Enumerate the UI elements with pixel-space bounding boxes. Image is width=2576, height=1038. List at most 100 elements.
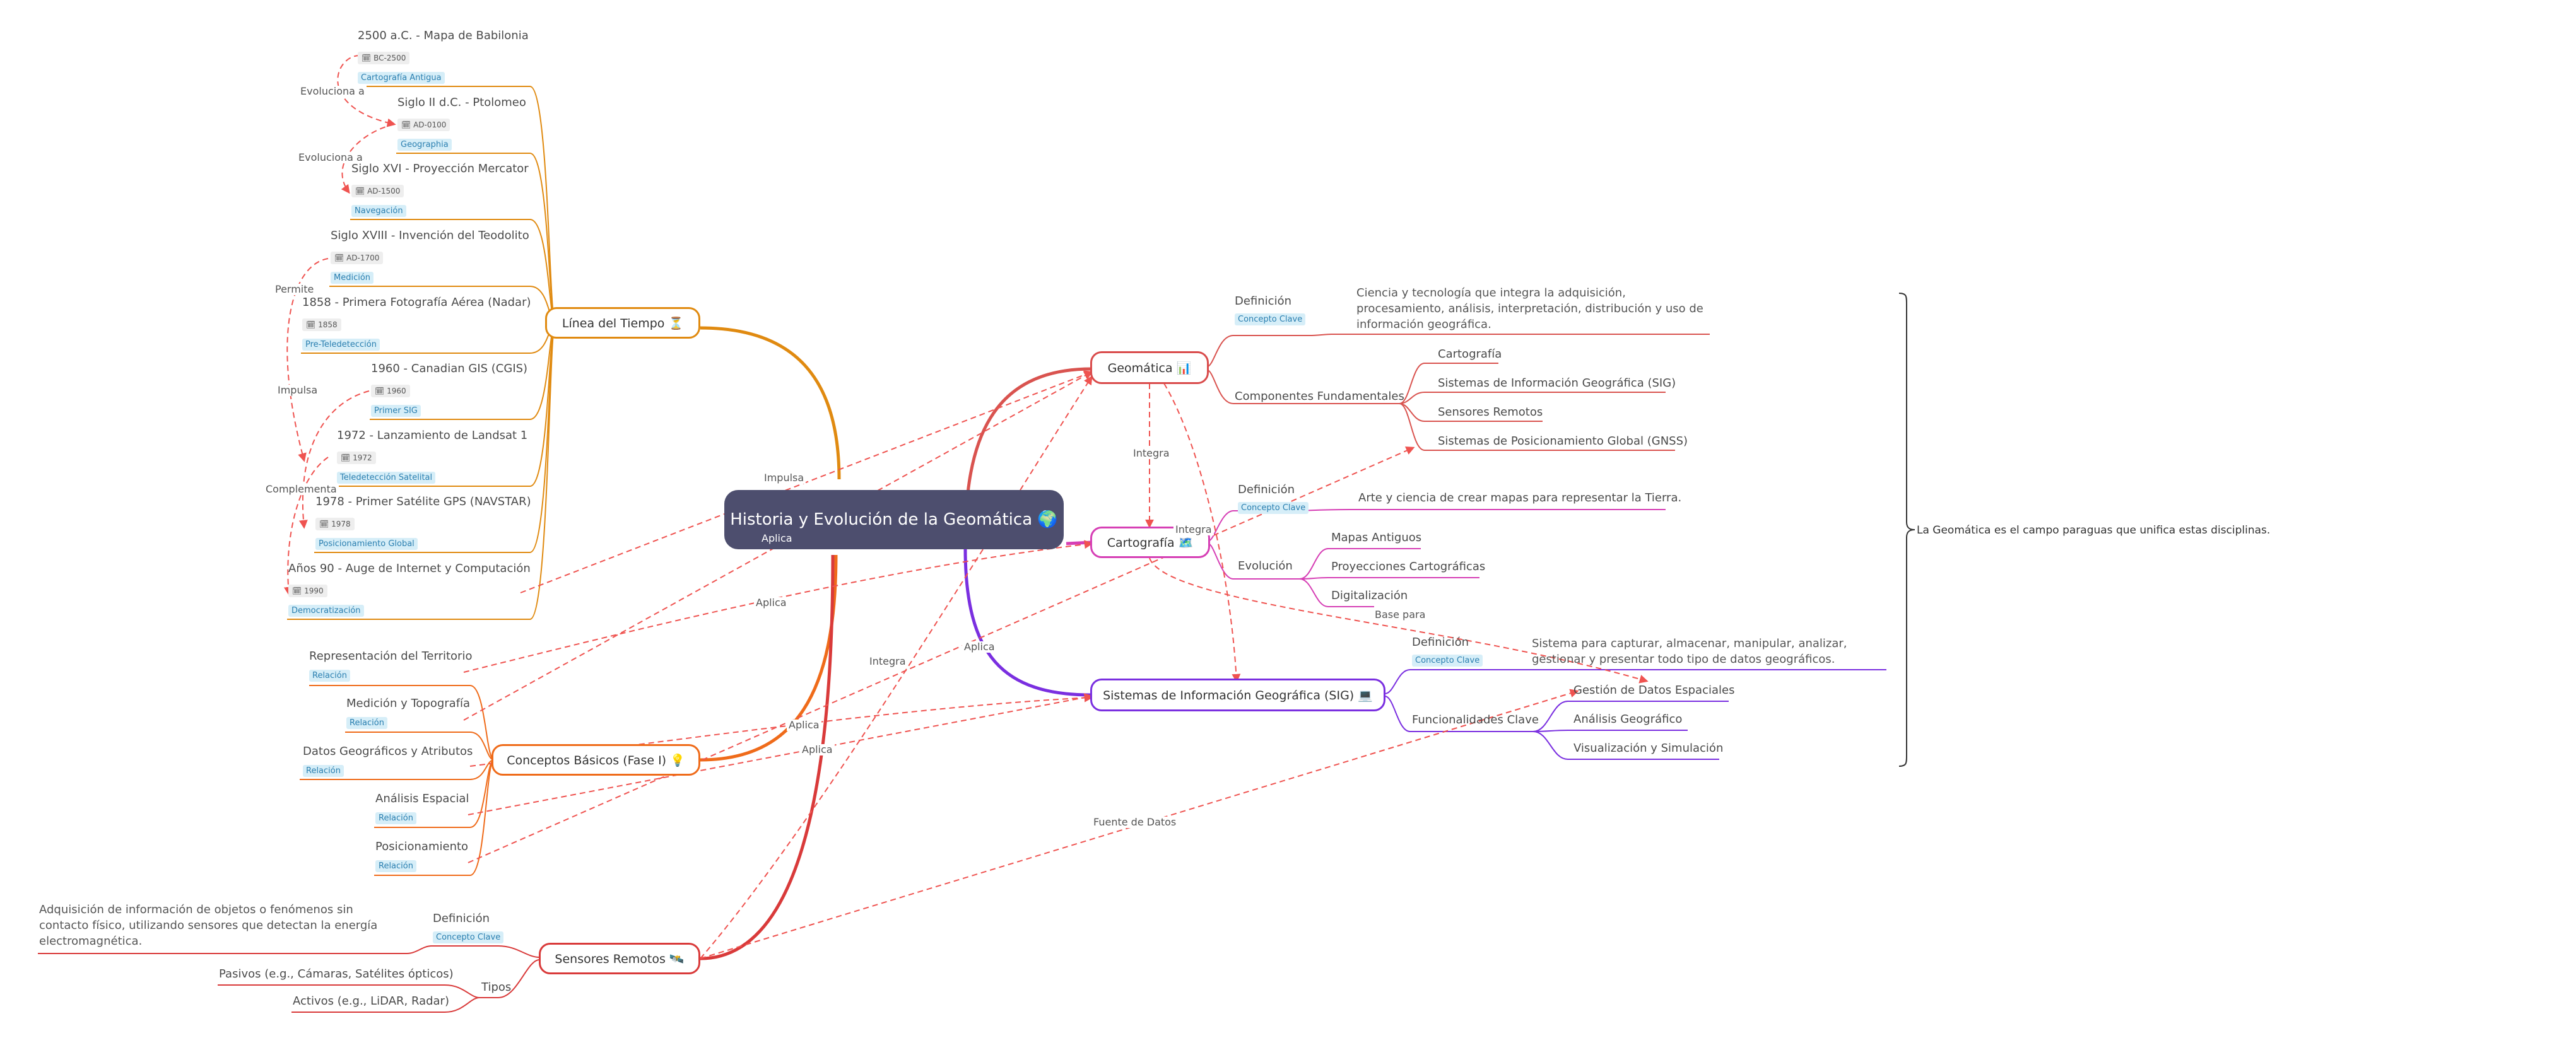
basics-title: Análisis Espacial	[375, 792, 469, 805]
relation-label-fuente-de-datos: Fuente de Datos	[1091, 817, 1179, 828]
timeline-date: 🗓 AD-0100	[397, 119, 450, 131]
basics-tag: Relación	[309, 670, 350, 682]
summary-bracket	[1898, 293, 1915, 767]
timeline-tag: Democratización	[288, 605, 364, 617]
basics-node[interactable]: Conceptos Básicos (Fase I) 💡	[491, 744, 700, 776]
timeline-date-value: 1858	[318, 320, 338, 329]
relation-label-aplica: Aplica	[787, 720, 821, 731]
timeline-date: 🗓 1972	[337, 452, 376, 464]
geomatica-componente-item[interactable]: Sistemas de Posicionamiento Global (GNSS…	[1438, 434, 1688, 448]
branch-timeline-link	[700, 326, 841, 480]
timeline-title: Siglo XVIII - Invención del Teodolito	[331, 229, 529, 242]
cartografia-evolucion-item[interactable]: Proyecciones Cartográficas	[1331, 560, 1486, 573]
geomatica-definicion-text: Ciencia y tecnología que integra la adqu…	[1356, 286, 1703, 331]
sensors-tipo-item[interactable]: Activos (e.g., LiDAR, Radar)	[293, 994, 449, 1008]
sig-connectors	[1384, 668, 1886, 760]
geomatica-componentes-label[interactable]: Componentes Fundamentales	[1235, 390, 1404, 403]
timeline-label: Línea del Tiempo ⏳	[562, 316, 684, 330]
timeline-title: 1972 - Lanzamiento de Landsat 1	[337, 429, 528, 442]
relation-label-base-para: Base para	[1373, 609, 1428, 621]
timeline-title: 1858 - Primera Fotografía Aérea (Nadar)	[302, 296, 531, 309]
timeline-date: 🗓 1990	[288, 585, 327, 597]
sig-node[interactable]: Sistemas de Información Geográfica (SIG)…	[1090, 679, 1385, 711]
basics-label: Conceptos Básicos (Fase I) 💡	[507, 753, 685, 767]
basics-tag: Relación	[375, 860, 416, 872]
cartografia-node[interactable]: Cartografía 🗺️	[1090, 527, 1210, 558]
cartografia-definicion-label[interactable]: Definición	[1238, 483, 1295, 496]
timeline-title: 1960 - Canadian GIS (CGIS)	[371, 362, 528, 375]
timeline-tag: Primer SIG	[371, 405, 421, 417]
timeline-date-value: AD-1500	[367, 187, 401, 195]
sig-funcionalidad-item[interactable]: Visualización y Simulación	[1573, 742, 1724, 755]
relation-label-integra: Integra	[1173, 524, 1214, 535]
timeline-date: 🗓 AD-1700	[331, 252, 384, 264]
basics-title: Posicionamiento	[375, 840, 469, 853]
timeline-tag: Cartografía Antigua	[358, 72, 445, 84]
cartografia-evolucion-item[interactable]: Digitalización	[1331, 589, 1408, 602]
relation-label-evoluciona-a: Evoluciona a	[298, 86, 367, 97]
relation-label-complementa: Complementa	[264, 484, 339, 495]
relation-label-integra: Integra	[1131, 448, 1172, 459]
cartografia-connectors	[1208, 509, 1666, 607]
timeline-tag: Navegación	[351, 205, 406, 217]
cartografia-definicion-tag: Concepto Clave	[1238, 502, 1309, 514]
relation-label-aplica: Aplica	[962, 641, 997, 653]
relation-label-impulsa: Impulsa	[276, 385, 320, 396]
sensors-definicion-text: Adquisición de información de objetos o …	[39, 903, 378, 948]
geomatica-componente-item[interactable]: Sistemas de Información Geográfica (SIG)	[1438, 376, 1676, 390]
basics-title: Medición y Topografía	[346, 697, 471, 710]
timeline-date: 🗓 1978	[315, 518, 355, 530]
basics-title: Representación del Territorio	[309, 650, 473, 663]
geomatica-definicion-label[interactable]: Definición	[1235, 294, 1291, 308]
sensors-definicion-label[interactable]: Definición	[433, 912, 490, 925]
relation-label-aplica: Aplica	[800, 744, 835, 755]
sig-funcionalidad-item[interactable]: Análisis Geográfico	[1573, 713, 1683, 726]
geomatica-node[interactable]: Geomática 📊	[1090, 351, 1209, 384]
timeline-tag: Pre-Teledetección	[302, 339, 380, 351]
sensors-tipo-item[interactable]: Pasivos (e.g., Cámaras, Satélites óptico…	[219, 967, 454, 981]
timeline-title: Siglo XVI - Proyección Mercator	[351, 162, 529, 175]
timeline-date: 🗓 AD-1500	[351, 185, 404, 197]
timeline-title: 1978 - Primer Satélite GPS (NAVSTAR)	[315, 495, 531, 508]
sensors-definicion-tag: Concepto Clave	[433, 931, 504, 943]
cartografia-evolucion-label[interactable]: Evolución	[1238, 559, 1293, 573]
sig-definicion-label[interactable]: Definición	[1412, 636, 1469, 649]
timeline-date: 🗓 1858	[302, 318, 341, 331]
root-node[interactable]: Historia y Evolución de la Geomática 🌍	[724, 490, 1064, 549]
relation-label-integra: Integra	[867, 656, 908, 667]
timeline-node[interactable]: Línea del Tiempo ⏳	[545, 307, 700, 339]
timeline-date-value: 1972	[353, 453, 372, 462]
basics-tag: Relación	[303, 765, 344, 777]
sensors-tipos-label[interactable]: Tipos	[481, 981, 512, 994]
timeline-tag: Geographia	[397, 139, 452, 151]
sig-funcionalidades-label[interactable]: Funcionalidades Clave	[1412, 713, 1539, 726]
timeline-date: 🗓 1960	[371, 385, 410, 397]
branch-sensors-link	[700, 554, 835, 960]
timeline-tag: Posicionamiento Global	[315, 538, 418, 550]
timeline-date: 🗓 BC-2500	[358, 52, 410, 64]
sig-definicion-text: Sistema para capturar, almacenar, manipu…	[1532, 637, 1847, 666]
relation-label-aplica: Aplica	[762, 532, 792, 544]
sig-definicion-tag: Concepto Clave	[1412, 655, 1483, 667]
relation-label-impulsa: Impulsa	[762, 472, 806, 484]
sig-funcionalidad-item[interactable]: Gestión de Datos Espaciales	[1573, 684, 1735, 697]
relation-label-permite: Permite	[273, 284, 316, 295]
branch-sig-link	[963, 548, 1092, 697]
relation-label-aplica: Aplica	[754, 597, 789, 609]
timeline-date-value: AD-1700	[346, 254, 380, 262]
geomatica-componente-item[interactable]: Cartografía	[1438, 347, 1502, 361]
basics-connectors	[300, 685, 495, 876]
root-title: Historia y Evolución de la Geomática 🌍	[730, 510, 1058, 529]
timeline-date-value: 1960	[387, 387, 406, 395]
sig-label: Sistemas de Información Geográfica (SIG)…	[1103, 688, 1373, 703]
relation-label-evoluciona-a: Evoluciona a	[297, 152, 365, 163]
geomatica-componente-item[interactable]: Sensores Remotos	[1438, 405, 1543, 419]
timeline-title: 2500 a.C. - Mapa de Babilonia	[358, 29, 529, 42]
timeline-date-value: BC-2500	[373, 54, 406, 62]
cartografia-evolucion-item[interactable]: Mapas Antiguos	[1331, 531, 1422, 544]
timeline-date-value: AD-0100	[413, 120, 447, 129]
timeline-tag: Medición	[331, 272, 374, 284]
timeline-title: Siglo II d.C. - Ptolomeo	[397, 96, 526, 109]
sensors-node[interactable]: Sensores Remotos 🛰️	[539, 943, 700, 974]
cartografia-definicion-text: Arte y ciencia de crear mapas para repre…	[1358, 491, 1682, 504]
